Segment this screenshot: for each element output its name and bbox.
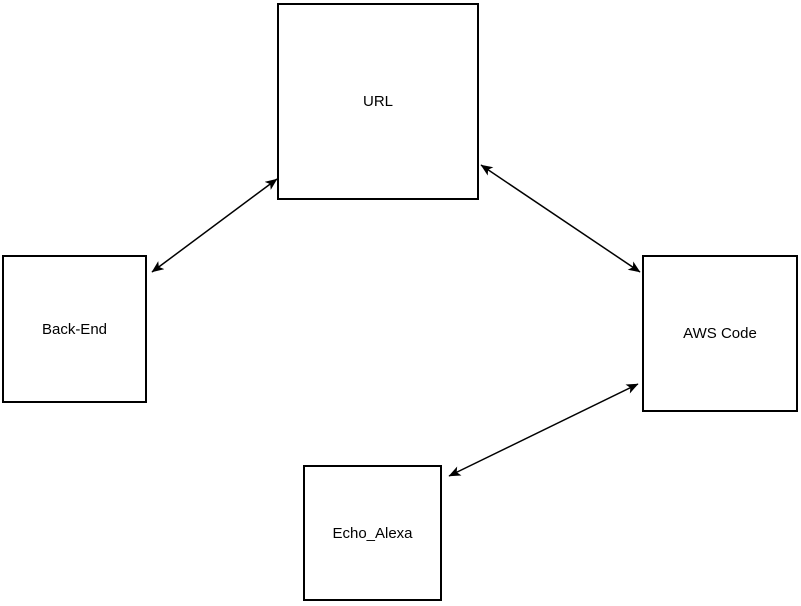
node-back-end-label: Back-End	[41, 320, 108, 338]
node-url-label: URL	[362, 93, 393, 110]
edge-url-aws-code	[480, 164, 641, 273]
node-aws-code-label: AWS Code	[683, 325, 757, 342]
node-echo-alexa-label: Echo_Alexa	[332, 524, 413, 542]
node-url: URL	[277, 3, 479, 200]
edge-echo-alexa-aws-code	[448, 383, 639, 477]
edge-back-end-url	[151, 178, 278, 273]
node-back-end: Back-End	[2, 255, 147, 403]
node-aws-code: AWS Code	[642, 255, 798, 412]
node-echo-alexa: Echo_Alexa	[303, 465, 442, 601]
